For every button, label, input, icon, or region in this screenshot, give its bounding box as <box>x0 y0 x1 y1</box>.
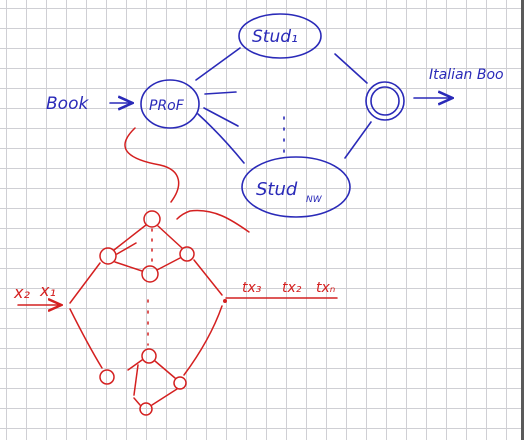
edge-prof-mid-1 <box>204 91 237 95</box>
edge-lower-top-left <box>127 359 143 371</box>
red-node-top <box>143 210 161 228</box>
x2-label: x₂ <box>13 283 30 302</box>
stud1-label: Stud₁ <box>252 27 298 47</box>
output-junction-dot <box>223 299 227 303</box>
red-node-lower-top <box>141 348 157 364</box>
red-node-lower-bottom <box>139 402 153 416</box>
edge-studn-output <box>344 121 372 159</box>
stud1-node <box>238 13 322 59</box>
edge-lower-left-side <box>133 364 139 396</box>
prof-link-curve <box>124 127 180 203</box>
studn-node <box>241 156 351 218</box>
txn-label: txₙ <box>316 280 336 296</box>
edge-input-lower <box>69 308 103 369</box>
red-node-left <box>99 247 117 265</box>
edge-prof-mid-2 <box>203 107 239 127</box>
edge-top-left <box>113 224 147 251</box>
output-node-inner <box>370 86 400 116</box>
studn-subscript: NW <box>306 195 323 205</box>
edge-left-mid <box>114 261 143 272</box>
edge-lower-right-side <box>151 388 178 406</box>
studn-link-curve <box>176 209 250 233</box>
red-node-lower-right <box>173 376 187 390</box>
window-edge <box>521 0 524 440</box>
edge-lower-top-right <box>154 360 176 379</box>
prof-node <box>140 79 200 129</box>
tx3-label: tx₃ <box>242 280 262 296</box>
red-node-right <box>179 246 195 262</box>
x1-label: x₁ <box>39 281 56 300</box>
edge-output-lower <box>183 305 223 376</box>
red-node-lower-left <box>99 369 115 385</box>
edge-prof-studn <box>197 113 245 164</box>
studn-label: Stud <box>256 179 298 200</box>
edge-mid-right <box>156 257 181 271</box>
edge-right-output <box>193 259 223 296</box>
prof-label: PRoF <box>149 98 185 114</box>
edge-stud1-output <box>334 53 368 84</box>
output-node-outer <box>365 81 405 121</box>
red-node-mid <box>141 265 159 283</box>
output-label: Italian Boo <box>429 67 504 83</box>
edge-prof-stud1 <box>195 47 241 81</box>
tx2-label: tx₂ <box>282 280 302 296</box>
edge-lower-bottom <box>133 397 141 406</box>
edge-top-right <box>157 225 183 249</box>
edge-left-extra <box>116 242 137 255</box>
edge-input-upper <box>69 262 101 304</box>
book-label: Book <box>46 94 89 114</box>
